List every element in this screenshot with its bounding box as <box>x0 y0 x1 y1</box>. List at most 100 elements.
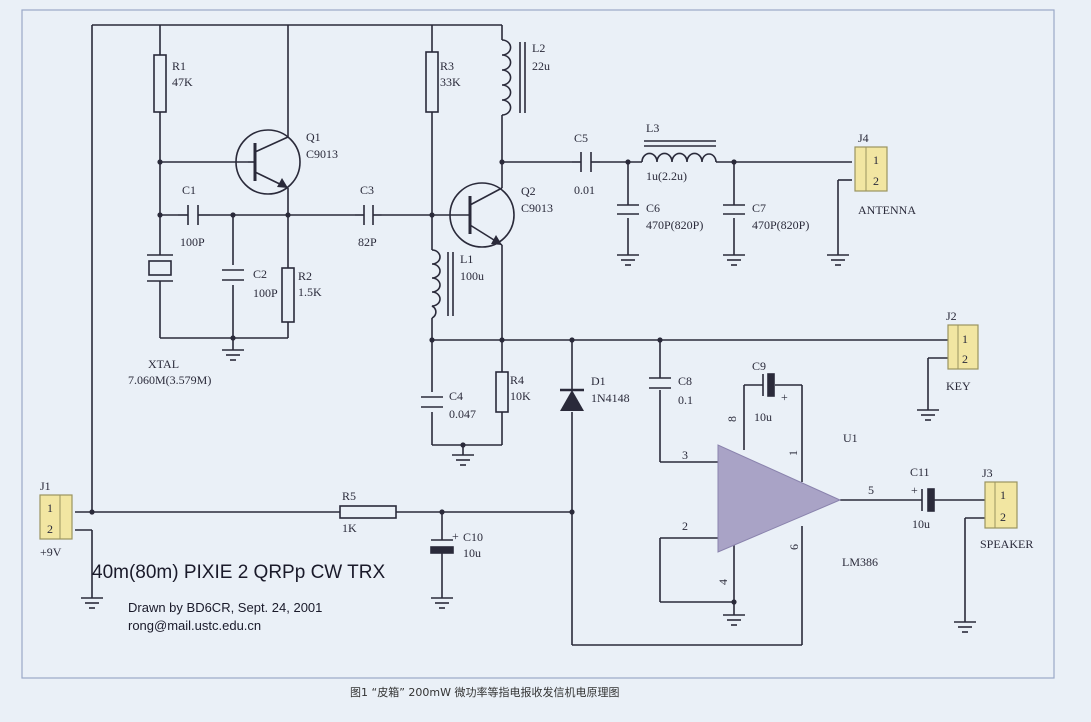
u1-pin-1: 1 <box>786 450 800 456</box>
r3-ref: R3 <box>440 59 454 73</box>
r5-value: 1K <box>342 521 357 535</box>
q1-transistor <box>235 129 301 195</box>
q2-value: C9013 <box>521 201 553 215</box>
l3-inductor <box>641 140 717 163</box>
q2-transistor <box>449 182 515 248</box>
u1-pin-8: 8 <box>725 416 739 422</box>
u1-amplifier <box>717 444 842 553</box>
c4-capacitor <box>421 396 443 408</box>
c3-capacitor <box>355 205 382 225</box>
ground-symbol <box>81 597 103 609</box>
c10-value: 10u <box>463 546 481 560</box>
c9-capacitor <box>762 373 775 397</box>
u1-pin-2: 2 <box>682 519 688 533</box>
xtal-value: 7.060M(3.579M) <box>128 373 211 387</box>
c11-value: 10u <box>912 517 930 531</box>
c8-ref: C8 <box>678 374 692 388</box>
credit-line: Drawn by BD6CR, Sept. 24, 2001 <box>128 600 322 615</box>
ground-symbol <box>723 614 745 626</box>
j3-ref: J3 <box>982 466 993 480</box>
u1-pin-5: 5 <box>868 483 874 497</box>
ground-symbol <box>827 254 849 266</box>
j2-pin-2: 2 <box>962 352 968 366</box>
c6-capacitor <box>617 204 639 215</box>
l1-value: 100u <box>460 269 484 283</box>
c1-ref: C1 <box>182 183 196 197</box>
c2-value: 100P <box>253 286 278 300</box>
j3-label: SPEAKER <box>980 537 1033 551</box>
c1-value: 100P <box>180 235 205 249</box>
r2-value: 1.5K <box>298 285 322 299</box>
j2-ref: J2 <box>946 309 957 323</box>
c8-value: 0.1 <box>678 393 693 407</box>
j2-pin-1: 1 <box>962 332 968 346</box>
r4-resistor <box>495 371 509 413</box>
ground-symbol <box>917 409 939 421</box>
r2-ref: R2 <box>298 269 312 283</box>
email-line: rong@mail.ustc.edu.cn <box>128 618 261 633</box>
r4-value: 10K <box>510 389 531 403</box>
c9-value: 10u <box>754 410 772 424</box>
c8-capacitor <box>649 377 671 389</box>
j4-ref: J4 <box>858 131 869 145</box>
c6-value: 470P(820P) <box>646 218 703 232</box>
d1-ref: D1 <box>591 374 606 388</box>
sheet-border <box>21 9 1055 679</box>
l3-value: 1u(2.2u) <box>646 169 687 183</box>
c9-ref: C9 <box>752 359 766 373</box>
c10-plus: + <box>452 529 459 543</box>
c5-value: 0.01 <box>574 183 595 197</box>
c9-plus: + <box>781 390 788 404</box>
u1-value: LM386 <box>842 555 878 569</box>
c2-capacitor <box>222 269 244 281</box>
l1-inductor <box>431 249 454 319</box>
j2-connector <box>947 324 979 370</box>
j3-connector <box>984 481 1018 529</box>
c10-ref: C10 <box>463 530 483 544</box>
c4-value: 0.047 <box>449 407 476 421</box>
ground-symbol <box>617 254 639 266</box>
j3-pin-2: 2 <box>1000 510 1006 524</box>
r4-ref: R4 <box>510 373 524 387</box>
c3-ref: C3 <box>360 183 374 197</box>
c7-ref: C7 <box>752 201 766 215</box>
junction-dots <box>89 159 737 605</box>
ground-symbol <box>954 621 976 633</box>
r1-value: 47K <box>172 75 193 89</box>
ground-symbol <box>452 454 474 466</box>
d1-value: 1N4148 <box>591 391 630 405</box>
xtal-crystal <box>147 254 173 285</box>
figure-caption: 图1 “皮箱” 200mW 微功率等指电报收发信机电原理图 <box>350 685 619 699</box>
c10-capacitor <box>430 539 454 554</box>
c5-capacitor <box>572 152 600 172</box>
l2-value: 22u <box>532 59 550 73</box>
ground-symbol <box>431 597 453 609</box>
c11-plus: + <box>911 483 918 497</box>
c4-ref: C4 <box>449 389 463 403</box>
c1-capacitor <box>178 205 210 225</box>
c5-ref: C5 <box>574 131 588 145</box>
r5-ref: R5 <box>342 489 356 503</box>
c11-ref: C11 <box>910 465 930 479</box>
ground-symbol <box>222 349 244 361</box>
j2-label: KEY <box>946 379 971 393</box>
j3-pin-1: 1 <box>1000 488 1006 502</box>
j1-connector <box>39 494 73 540</box>
j4-pin-1: 1 <box>873 153 879 167</box>
u1-pin-6: 6 <box>787 544 801 550</box>
c7-capacitor <box>723 204 745 215</box>
l1-ref: L1 <box>460 252 473 266</box>
j4-label: ANTENNA <box>858 203 916 217</box>
u1-ref: U1 <box>843 431 858 445</box>
schematic-title: 40m(80m) PIXIE 2 QRPp CW TRX <box>92 562 385 583</box>
q1-value: C9013 <box>306 147 338 161</box>
ground-symbols <box>81 254 976 633</box>
j1-pin-1: 1 <box>47 501 53 515</box>
l2-ref: L2 <box>532 41 545 55</box>
r2-resistor <box>281 267 295 323</box>
j4-connector <box>854 146 888 192</box>
r1-ref: R1 <box>172 59 186 73</box>
u1-pin-4: 4 <box>716 579 730 585</box>
